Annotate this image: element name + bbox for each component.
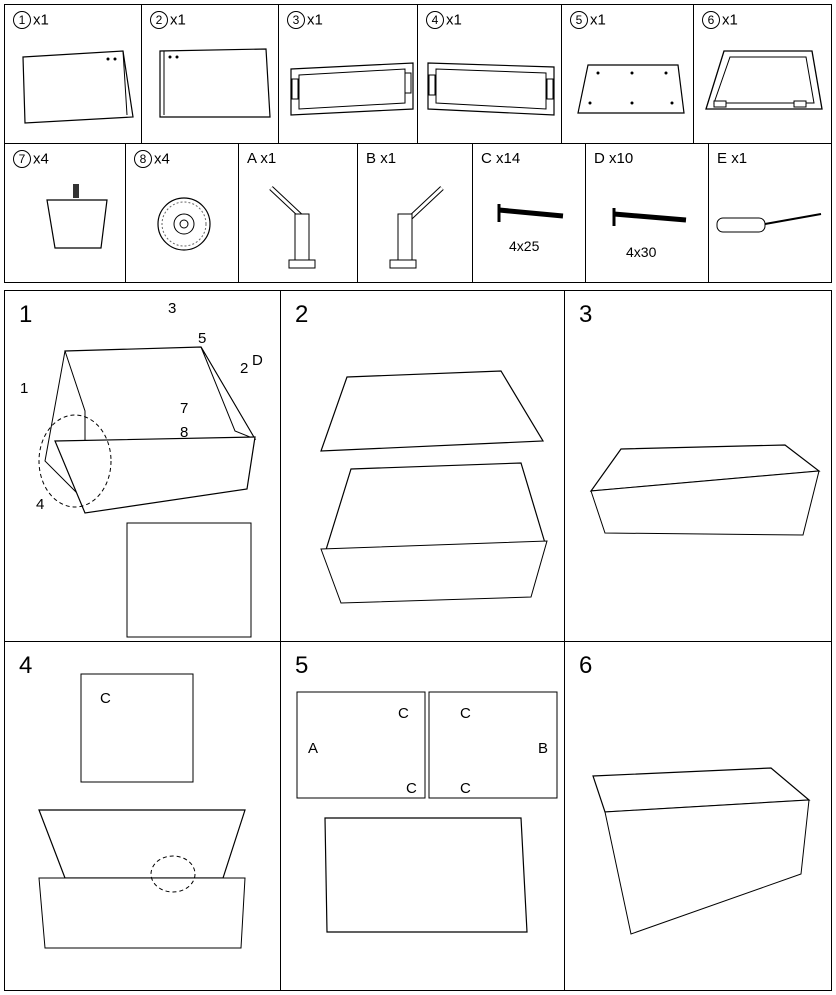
hinge-a-drawing bbox=[269, 186, 316, 269]
step-2-illustration bbox=[320, 370, 548, 604]
callout-s2-1: D bbox=[252, 352, 263, 369]
part-qty: x1 bbox=[170, 11, 186, 29]
step-3-illustration bbox=[589, 444, 821, 536]
step-number: 5 bbox=[295, 652, 309, 679]
callout-s1-3: 4 bbox=[36, 496, 45, 513]
callout-s5-0: C bbox=[398, 705, 409, 722]
hardware-qty: x1 bbox=[260, 150, 277, 167]
part-qty: x1 bbox=[446, 11, 462, 29]
part-qty: x1 bbox=[307, 11, 323, 29]
screwdriver-drawing bbox=[716, 213, 822, 233]
callout-s1-0: 3 bbox=[168, 300, 177, 317]
screw-size: 4x25 bbox=[509, 238, 540, 254]
step-6-panel: 6 bbox=[564, 641, 832, 991]
hardware-qty: x14 bbox=[496, 150, 521, 167]
callout-s5-5: C bbox=[460, 780, 471, 797]
callout-s5-4: B bbox=[538, 740, 549, 757]
hardware-letter: A bbox=[247, 150, 257, 167]
step-3-panel: 3 bbox=[564, 290, 832, 642]
part-number: 3 bbox=[287, 11, 305, 30]
part-number: 2 bbox=[150, 11, 168, 30]
step-5-illustration bbox=[296, 691, 558, 933]
step-number: 3 bbox=[579, 301, 593, 328]
callout-s3-1: 8 bbox=[180, 424, 189, 441]
hardware-letter: D bbox=[594, 150, 605, 167]
front-panel-drawing bbox=[290, 62, 414, 116]
part-number: 1 bbox=[13, 11, 31, 30]
back-panel-drawing bbox=[427, 62, 555, 116]
hinge-b-drawing bbox=[389, 186, 444, 269]
hardware-letter: B bbox=[366, 150, 377, 167]
step-1-panel: 1 bbox=[4, 290, 281, 642]
screw-size: 4x30 bbox=[626, 244, 657, 260]
part-number: 8 bbox=[134, 150, 152, 169]
step-number: 1 bbox=[19, 301, 33, 328]
washer-drawing bbox=[157, 197, 211, 251]
callout-s2-0: 5 bbox=[198, 330, 207, 347]
step-1-illustration bbox=[38, 346, 257, 638]
part-qty: x1 bbox=[590, 11, 606, 29]
part-number: 7 bbox=[13, 150, 31, 169]
hardware-qty: x10 bbox=[609, 150, 634, 167]
step-2-panel: 2 bbox=[280, 290, 565, 642]
callout-s5-3: C bbox=[460, 705, 471, 722]
part-number: 5 bbox=[570, 11, 588, 30]
lid-drawing bbox=[705, 50, 823, 110]
callout-s3-0: 7 bbox=[180, 400, 189, 417]
step-4-panel: 4 bbox=[4, 641, 281, 991]
callout-s4-0: C bbox=[100, 690, 111, 707]
side-panel-drawing bbox=[159, 48, 271, 118]
step-4-illustration bbox=[38, 673, 246, 949]
hardware-e-cell: E x1 bbox=[708, 143, 832, 283]
step-number: 2 bbox=[295, 301, 309, 328]
leg-drawing bbox=[46, 184, 108, 249]
part-number: 6 bbox=[702, 11, 720, 30]
screw-c-drawing bbox=[497, 204, 564, 222]
bottom-board-drawing bbox=[577, 64, 685, 114]
callout-s5-1: A bbox=[308, 740, 319, 757]
hardware-qty: x1 bbox=[731, 150, 748, 167]
hardware-a-cell: A x1 bbox=[238, 143, 358, 283]
hardware-c-cell: C x14 4x25 bbox=[472, 143, 586, 283]
step-number: 6 bbox=[579, 652, 593, 679]
side-panel-drawing bbox=[22, 50, 134, 124]
callout-s1-1: 2 bbox=[240, 360, 249, 377]
hardware-d-cell: D x10 4x30 bbox=[585, 143, 709, 283]
hardware-qty: x1 bbox=[380, 150, 397, 167]
part-number: 4 bbox=[426, 11, 444, 30]
part-qty: x1 bbox=[33, 11, 49, 29]
hardware-letter: E bbox=[717, 150, 728, 167]
step-number: 4 bbox=[19, 652, 33, 679]
part-qty: x1 bbox=[722, 11, 738, 29]
part-qty: x4 bbox=[154, 150, 170, 168]
callout-s1-2: 1 bbox=[20, 380, 29, 397]
part-qty: x4 bbox=[33, 150, 49, 168]
step-5-panel: 5 bbox=[280, 641, 565, 991]
hardware-letter: C bbox=[481, 150, 492, 167]
screw-d-drawing bbox=[612, 208, 687, 226]
hardware-b-cell: B x1 bbox=[357, 143, 473, 283]
callout-s5-2: C bbox=[406, 780, 417, 797]
finished-bench-illustration bbox=[592, 767, 811, 935]
